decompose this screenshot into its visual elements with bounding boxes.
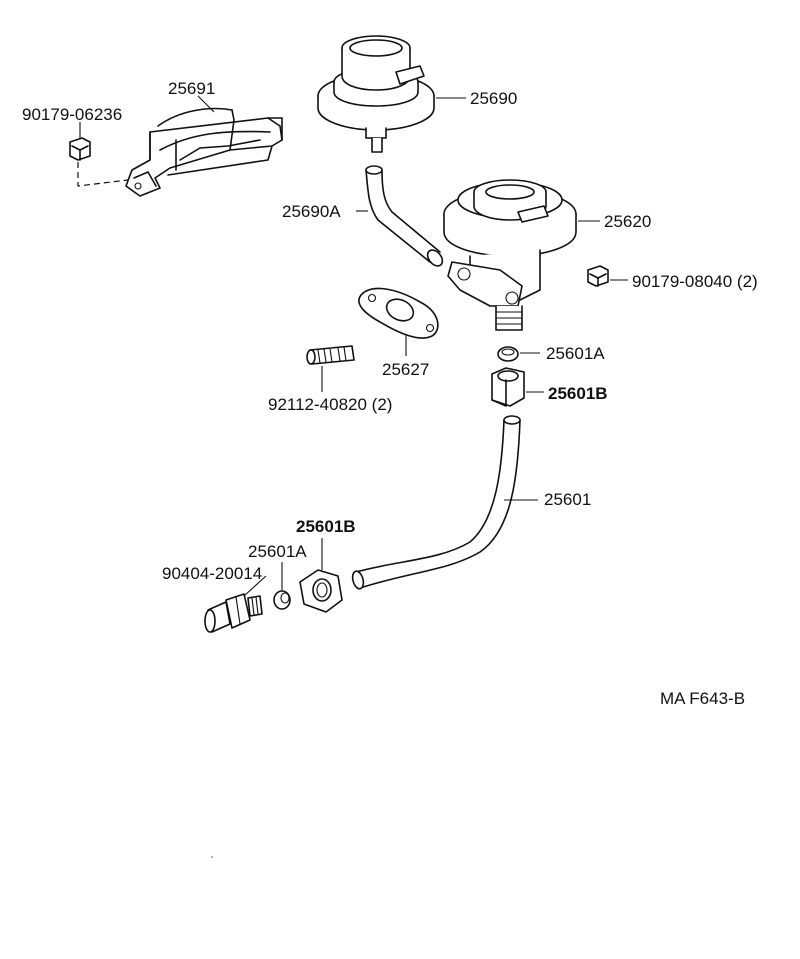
diagram-code: MA F643-B: [660, 689, 746, 708]
label-90179-06236: 90179-06236: [22, 105, 123, 124]
union-nut-25601B-top: [491, 367, 525, 407]
modulator-25690: [317, 35, 435, 153]
leader-90404-20014: [243, 575, 267, 597]
union-90404-20014: [204, 593, 263, 633]
label-90179-08040: 90179-08040 (2): [632, 272, 758, 291]
stud-92112-40820: [306, 345, 355, 365]
label-92112-40820: 92112-40820 (2): [268, 395, 393, 414]
egr-valve-25620: [443, 179, 577, 331]
ferrule-25601A-bottom: [273, 590, 291, 610]
label-25601: 25601: [544, 490, 592, 509]
gasket-25627: [358, 287, 439, 339]
label-25601B-top: 25601B: [548, 384, 608, 403]
label-25690: 25690: [470, 89, 518, 108]
label-25601A-top: 25601A: [546, 344, 605, 363]
ferrule-25601A-top: [497, 346, 519, 362]
pipe-25601: [351, 415, 521, 590]
label-90404-20014: 90404-20014: [162, 564, 263, 583]
leader-25691: [197, 95, 215, 113]
label-25601A-bottom: 25601A: [248, 542, 307, 561]
label-25601B-bottom: 25601B: [296, 517, 356, 536]
label-25690A: 25690A: [282, 202, 341, 221]
union-nut-25601B-bottom: [299, 569, 343, 613]
label-25691: 25691: [168, 79, 216, 98]
bracket-25691: [125, 107, 283, 197]
label-25620: 25620: [604, 212, 652, 231]
nut-90179-08040: [587, 265, 609, 287]
nut-90179-06236: [69, 137, 91, 161]
label-25627: 25627: [382, 360, 430, 379]
stray-dot: [211, 856, 213, 858]
dashed-line-nut: [77, 162, 129, 187]
hose-25690A: [365, 165, 444, 267]
